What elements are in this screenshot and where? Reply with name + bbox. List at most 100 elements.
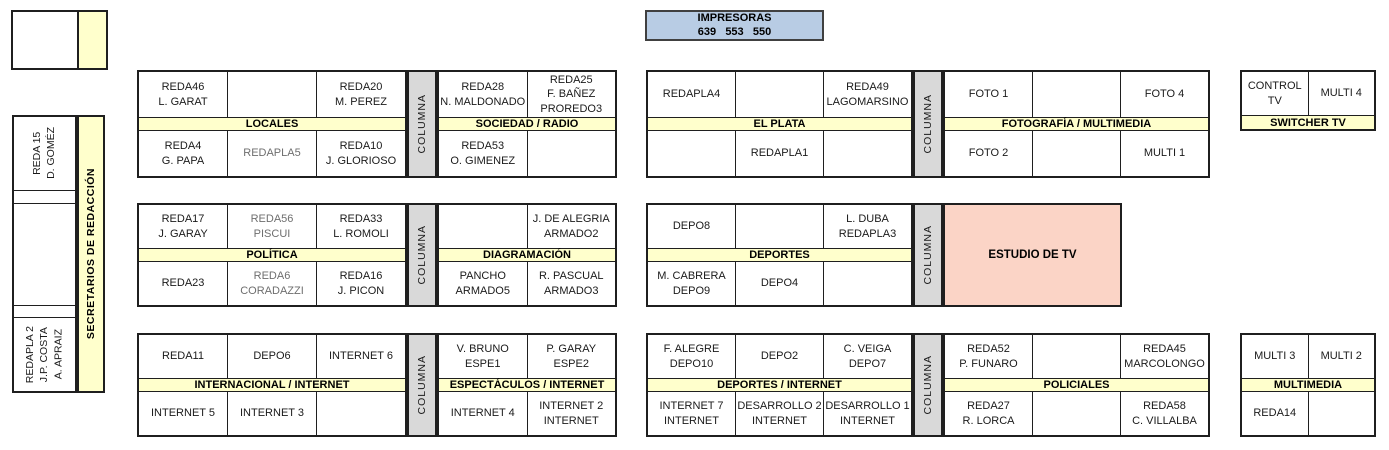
desk-cell-deportes-internet-bottom-1: DESARROLLO 2 INTERNET (735, 392, 823, 435)
desk-cell-locales-top-1 (227, 72, 316, 117)
desk-cell-switcher-tv-top-0: CONTROL TV (1247, 80, 1302, 107)
desk-cell-policiales-top-2: REDA45 MARCOLONGO (1120, 335, 1208, 378)
desk-cell-multimedia-bottom-1 (1307, 392, 1375, 435)
desk-cell-deportes-top-1 (735, 205, 823, 248)
desk-row: M. CABRERA DEPO9 DEPO4 (648, 262, 911, 305)
desk-cell-locales-bottom-2: REDA10 J. GLORIOSO (316, 131, 405, 176)
desk-row: J. DE ALEGRIA ARMADO2 (439, 205, 615, 248)
columna-pillar: COLUMNA (407, 70, 437, 178)
desk-reda15-label: REDA 15 D. GOMÉZ (31, 127, 58, 180)
estudio-de-tv-label: ESTUDIO DE TV (988, 249, 1077, 261)
desk-row: INTERNET 5 INTERNET 3 (139, 392, 405, 435)
desk-cell-espectaculos-internet-top-1: P. GARAY ESPE2 (526, 335, 616, 378)
estudio-de-tv-room: ESTUDIO DE TV (943, 203, 1122, 307)
desk-cell-el-plata-top-2: REDA49 LAGOMARSINO (823, 72, 911, 117)
columna-pillar: COLUMNA (913, 70, 943, 178)
desk-cell-espectaculos-internet-bottom-0: INTERNET 4 (450, 407, 515, 420)
desk-cell-internacional-internet-top-1: DEPO6 (227, 335, 316, 378)
section-label-politica: POLÍTICA (139, 248, 405, 262)
desk-cell-politica-bottom-0: REDA23 (161, 277, 205, 290)
desk-cell-internacional-internet-bottom-2 (316, 392, 405, 435)
desk-cell-deportes-bottom-0: M. CABRERA DEPO9 (657, 270, 726, 297)
section-label-locales: LOCALES (139, 117, 405, 131)
section-label-fotografia-multimedia: FOTOGRAFÍA / MULTIMEDIA (945, 117, 1208, 131)
desk-cell-locales-bottom-0: REDA4 G. PAPA (161, 140, 205, 167)
desk-cell-fotografia-multimedia-top-0: FOTO 1 (968, 88, 1009, 101)
desk-cell-sociedad-radio-top-0: REDA28 N. MALDONADO (440, 81, 526, 108)
desk-cell-deportes-internet-bottom-0: INTERNET 7 INTERNET (659, 400, 724, 427)
desk-row: MULTI 3 MULTI 2 (1242, 335, 1374, 378)
desk-row: REDAPLA1 (648, 131, 911, 176)
desk-cell-multimedia-bottom-0: REDA14 (1253, 407, 1297, 420)
desk-row: REDA53 O. GIMENEZ (439, 131, 615, 176)
desk-cell-politica-bottom-1: REDA6 CORADAZZI (227, 262, 316, 305)
desk-cell-politica-bottom-2: REDA16 J. PICON (316, 262, 405, 305)
columna-pillar: COLUMNA (407, 333, 437, 437)
desk-cell-policiales-bottom-1 (1032, 392, 1120, 435)
desk-cell-policiales-bottom-2: REDA58 C. VILLALBA (1120, 392, 1208, 435)
desk-cell-deportes-internet-top-0: F. ALEGRE DEPO10 (663, 343, 720, 370)
desk-cell-locales-top-0: REDA46 L. GARAT (158, 81, 208, 108)
desk-cell-deportes-internet-bottom-2: DESARROLLO 1 INTERNET (823, 392, 911, 435)
columna-pillar: COLUMNA (913, 333, 943, 437)
desk-cell-deportes-top-0: DEPO8 (672, 220, 711, 233)
desk-cell-locales-top-2: REDA20 M. PEREZ (316, 72, 405, 117)
desk-cell-espectaculos-internet-top-0: V. BRUNO ESPE1 (456, 343, 509, 370)
desk-cell-sociedad-radio-bottom-0: REDA53 O. GIMENEZ (450, 140, 516, 167)
desk-cell-sociedad-radio-top-1: REDA25 F. BAÑEZ PROREDO3 (526, 72, 616, 117)
desk-cell-locales-bottom-1: REDAPLA5 (227, 131, 316, 176)
desk-cell-deportes-bottom-2 (823, 262, 911, 305)
desk-cell-el-plata-bottom-0 (648, 131, 735, 176)
desk-cell-deportes-bottom-1: DEPO4 (735, 262, 823, 305)
desk-reda15: REDA 15 D. GOMÉZ (14, 117, 75, 190)
desk-cell-deportes-internet-top-2: C. VEIGA DEPO7 (823, 335, 911, 378)
desk-cell-fotografia-multimedia-bottom-0: FOTO 2 (968, 147, 1009, 160)
desk-cell-politica-top-0: REDA17 J. GARAY (158, 213, 208, 240)
top-left-yellow-box (77, 10, 108, 70)
section-label-sociedad-radio: SOCIEDAD / RADIO (439, 117, 615, 131)
desk-cell-diagramacion-top-1: J. DE ALEGRIA ARMADO2 (526, 205, 616, 248)
impresoras-title: IMPRESORAS (697, 12, 772, 25)
desk-cell-sociedad-radio-bottom-1 (526, 131, 616, 176)
desk-cell-espectaculos-internet-bottom-1: INTERNET 2 INTERNET (526, 392, 616, 435)
desk-cell-multimedia-top-0: MULTI 3 (1254, 350, 1296, 363)
desk-cell-el-plata-bottom-1: REDAPLA1 (735, 131, 823, 176)
desk-cell-diagramacion-top-0 (439, 205, 527, 248)
columna-label: COLUMNA (922, 94, 934, 154)
secretarios-label: SECRETARIOS DE REDACCIÓN (85, 168, 97, 340)
desk-cell-multimedia-top-1: MULTI 2 (1307, 335, 1375, 378)
section-label-policiales: POLICIALES (945, 378, 1208, 392)
desk-cell-internacional-internet-bottom-0: INTERNET 5 (151, 407, 215, 420)
desk-row: INTERNET 4 INTERNET 2 INTERNET (439, 392, 615, 435)
desk-cell-fotografia-multimedia-bottom-1 (1032, 131, 1120, 176)
desk-cell-diagramacion-bottom-1: R. PASCUAL ARMADO3 (526, 262, 616, 305)
secretarios-de-redaccion-band: SECRETARIOS DE REDACCIÓN (77, 115, 105, 393)
columna-pillar: COLUMNA (913, 203, 943, 307)
columna-label: COLUMNA (922, 225, 934, 285)
section-label-switcher-tv: SWITCHER TV (1242, 115, 1374, 129)
desk-cell-internacional-internet-bottom-1: INTERNET 3 (227, 392, 316, 435)
desk-spacer-top (14, 189, 75, 203)
desk-cell-el-plata-top-1 (735, 72, 823, 117)
columna-label: COLUMNA (416, 225, 428, 285)
